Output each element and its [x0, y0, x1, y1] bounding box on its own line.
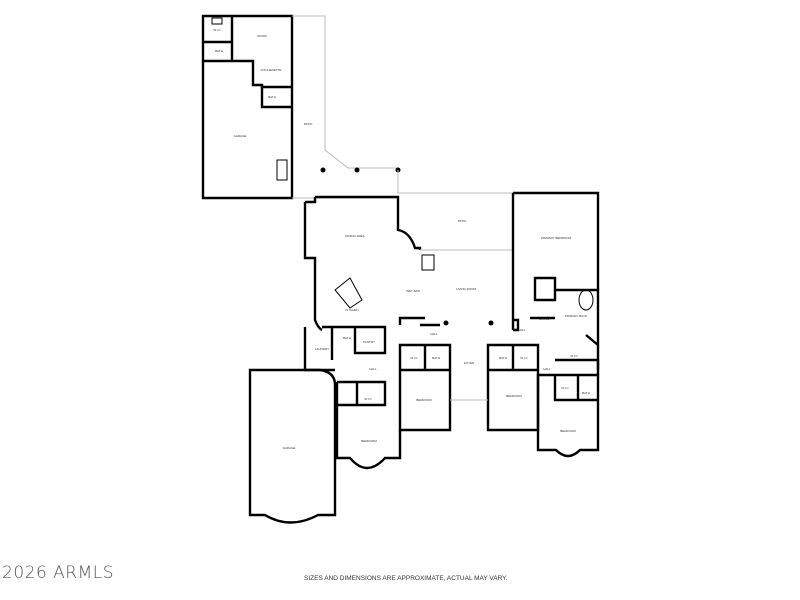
copyright-watermark: 2026 ARMLS	[2, 563, 115, 583]
room-label: GARAGE	[283, 446, 296, 450]
room-label: HALL	[543, 367, 551, 371]
room-label: BEDROOM	[416, 398, 432, 402]
room-label: WET BAR	[406, 289, 420, 293]
column	[354, 167, 360, 173]
room-label: BEDROOM	[506, 394, 522, 398]
room-label: BATH	[499, 356, 507, 360]
room-label: BEDROOM	[361, 439, 377, 443]
room-label: ROOM	[257, 34, 267, 38]
room-label: PANTRY	[363, 340, 375, 344]
room-label: LAUNDRY	[315, 347, 329, 351]
room-label: BATH	[582, 391, 590, 395]
bathtub	[578, 289, 594, 311]
room-label: W.I.C	[520, 356, 528, 360]
room-label: PATIO	[304, 122, 313, 126]
main-house	[248, 191, 600, 524]
room-label: KITCHEN	[345, 308, 358, 312]
room-label: HALL	[518, 328, 526, 332]
room-label: W.I.C	[410, 356, 418, 360]
room-label: BATH	[343, 336, 351, 340]
room-label: LIVING ROOM	[456, 287, 477, 291]
room-label: KITCHENETTE	[261, 68, 282, 72]
room-label: CLOSET	[539, 317, 551, 321]
room-label: PRIMARY BEDROOM	[541, 236, 571, 240]
room-label: W.I.C	[561, 386, 569, 390]
room-label: BEDROOM	[560, 429, 576, 433]
room-label: DINING AREA	[345, 234, 364, 238]
room-label: FOYER	[464, 361, 475, 365]
disclaimer-text: SIZES AND DIMENSIONS ARE APPROXIMATE, AC…	[304, 575, 508, 582]
kitchen-island	[334, 277, 363, 309]
room-label: BATH	[432, 356, 440, 360]
room-label: BATH	[215, 49, 223, 53]
room-label: PATIO	[458, 219, 467, 223]
room-label: GARAGE	[234, 134, 247, 138]
room-label: W.I.C	[364, 397, 372, 401]
fireplace	[421, 254, 435, 271]
room-label: HALL	[430, 332, 438, 336]
column	[320, 167, 326, 173]
room-label: BATH	[268, 95, 276, 99]
room-label: W.I.C	[570, 354, 578, 358]
room-label: PRIMARY BATH	[565, 314, 587, 318]
room-label: W.I.C	[213, 28, 221, 32]
room-labels: W.I.C BATH ROOM KITCHENETTE BATH GARAGE …	[213, 28, 590, 450]
room-label: HALL	[369, 367, 377, 371]
guest-house	[201, 14, 425, 200]
